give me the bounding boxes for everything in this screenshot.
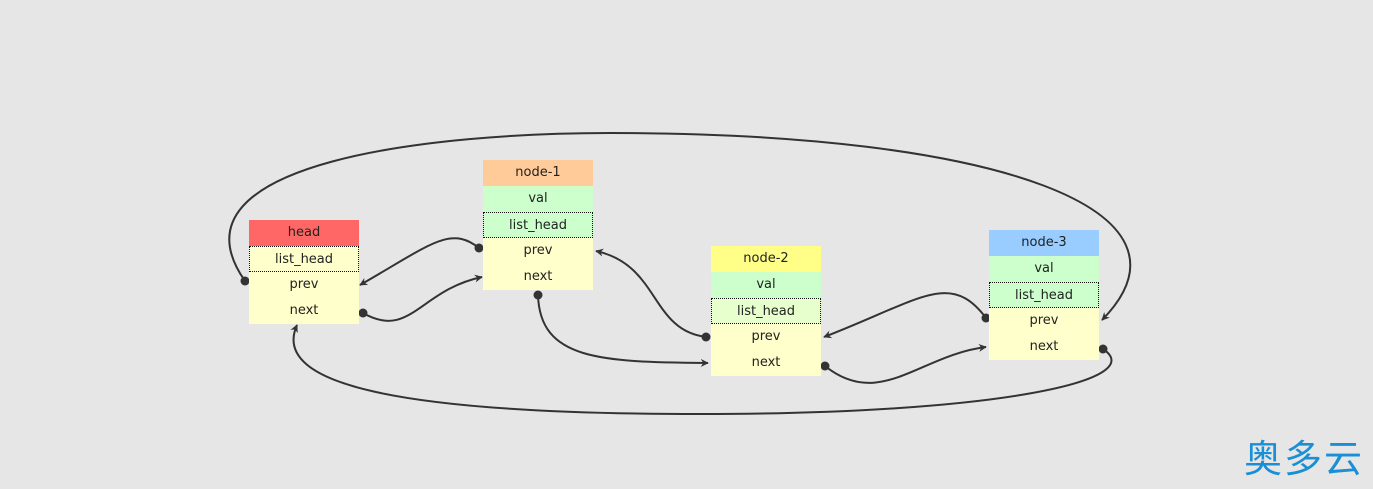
- dot-head-next: [358, 308, 368, 318]
- next-field: next: [249, 298, 359, 324]
- dot-node3-next: [1098, 344, 1108, 354]
- arrow-node1-prev-to-head: [359, 237, 480, 286]
- next-field: next: [483, 264, 593, 290]
- prev-field: prev: [483, 238, 593, 264]
- dot-head-prev: [240, 276, 250, 286]
- node-title: node-1: [483, 160, 593, 186]
- watermark-logo: 奥多云: [1244, 437, 1365, 481]
- dot-node1-prev: [474, 243, 484, 253]
- next-field: next: [989, 334, 1099, 360]
- arrow-node2-prev-to-node1: [595, 248, 707, 338]
- arrow-node3-prev-to-node2: [823, 292, 987, 339]
- node-head: head list_head prev next: [249, 220, 359, 324]
- node-title: node-3: [989, 230, 1099, 256]
- list-head-field: list_head: [483, 212, 593, 238]
- prev-field: prev: [249, 272, 359, 298]
- prev-field: prev: [989, 308, 1099, 334]
- val-field: val: [483, 186, 593, 212]
- node-3: node-3 val list_head prev next: [989, 230, 1099, 360]
- list-head-field: list_head: [249, 246, 359, 272]
- list-head-field: list_head: [989, 282, 1099, 308]
- dot-node2-next: [820, 361, 830, 371]
- val-field: val: [989, 256, 1099, 282]
- node-1: node-1 val list_head prev next: [483, 160, 593, 290]
- arrow-node2-next-to-node3: [824, 343, 987, 384]
- dot-node2-prev: [701, 332, 711, 342]
- arrow-head-next-to-node1: [362, 274, 483, 322]
- prev-field: prev: [711, 324, 821, 350]
- arrow-node3-next-to-head: [290, 324, 1113, 416]
- dot-node1-next: [533, 290, 543, 300]
- dot-node3-prev: [981, 313, 991, 323]
- list-head-field: list_head: [711, 298, 821, 324]
- node-title: node-2: [711, 246, 821, 272]
- val-field: val: [711, 272, 821, 298]
- node-title: head: [249, 220, 359, 246]
- node-2: node-2 val list_head prev next: [711, 246, 821, 376]
- arrow-head-prev-to-node3: [228, 131, 1132, 321]
- arrow-node1-next-to-node2: [537, 294, 709, 367]
- next-field: next: [711, 350, 821, 376]
